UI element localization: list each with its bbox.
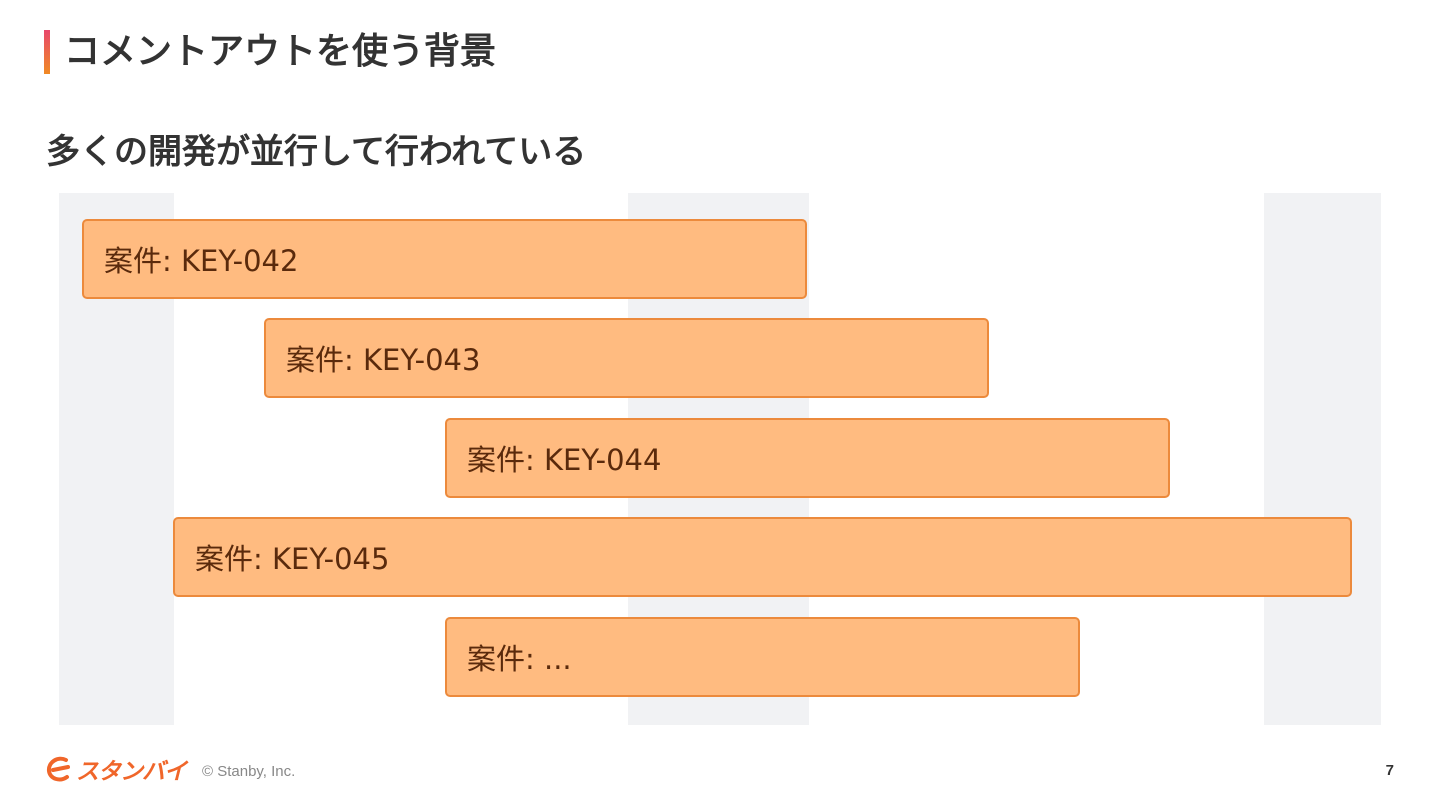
slide-title: コメントアウトを使う背景 [64,31,497,72]
copyright-text: © Stanby, Inc. [202,762,296,780]
stanby-logo-mark-icon [46,756,70,782]
footer-logo: スタンバイ © Stanby, Inc. [44,752,295,786]
case-label: 案件: KEY-042 [104,244,299,278]
slide-subtitle: 多くの開発が並行して行われている [46,132,587,172]
logo-wordmark: スタンバイ [76,759,187,785]
case-bar-key-042: 案件: KEY-042 [82,219,807,299]
case-label: 案件: KEY-044 [467,443,662,477]
case-label: 案件: ... [467,642,572,676]
timeline-band [1264,193,1381,725]
case-label: 案件: KEY-043 [286,343,481,377]
case-bar-key-044: 案件: KEY-044 [445,418,1170,498]
case-bar-key-045: 案件: KEY-045 [173,517,1352,597]
page-number: 7 [1385,762,1394,779]
title-accent-bar [44,30,50,74]
case-bar-more: 案件: ... [445,617,1080,697]
case-bar-key-043: 案件: KEY-043 [264,318,989,398]
case-label: 案件: KEY-045 [195,542,390,576]
